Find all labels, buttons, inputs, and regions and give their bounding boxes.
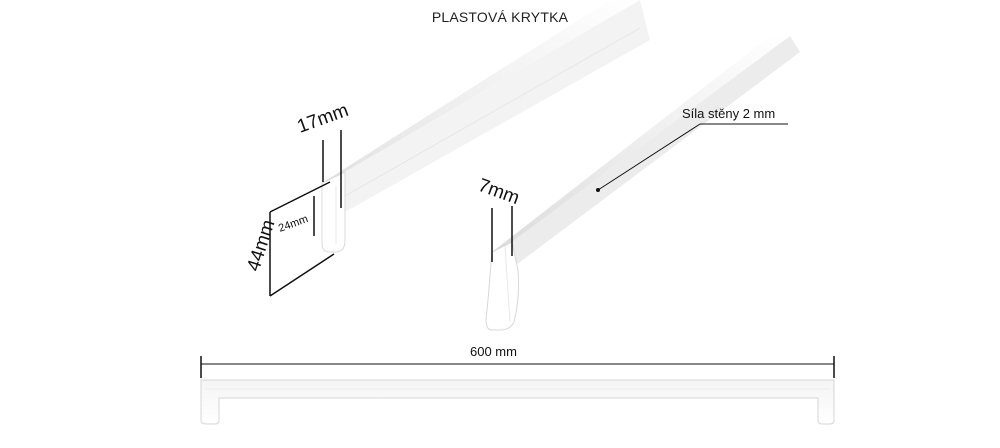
- left-profile-view: [321, 0, 650, 253]
- wall-thickness-label: Síla stěny 2 mm: [682, 106, 775, 121]
- right-profile-cap-edge: [504, 245, 511, 323]
- dim-44mm: [269, 181, 335, 297]
- left-profile-end-face: [321, 171, 346, 253]
- diagram-title: PLASTOVÁ KRYTKA: [431, 9, 569, 25]
- right-profile-end-cap: [485, 241, 519, 331]
- left-profile-edge-line: [344, 27, 641, 197]
- right-profile-top-face: [492, 36, 790, 252]
- left-profile-top-strip: [322, 0, 640, 183]
- dim-7mm: [491, 206, 513, 262]
- length-dimension: [200, 356, 835, 378]
- length-label: 600 mm: [470, 344, 517, 359]
- dim-24mm-label: 24mm: [277, 213, 310, 235]
- dim-17mm: [322, 130, 342, 208]
- dim-7mm-label: 7mm: [475, 175, 522, 209]
- dim-44mm-label: 44mm: [243, 217, 279, 274]
- wall-thickness-leader: [596, 123, 788, 192]
- dim-17mm-label: 17mm: [295, 100, 352, 138]
- front-view-bar: [200, 379, 835, 425]
- left-profile-side: [345, 0, 650, 212]
